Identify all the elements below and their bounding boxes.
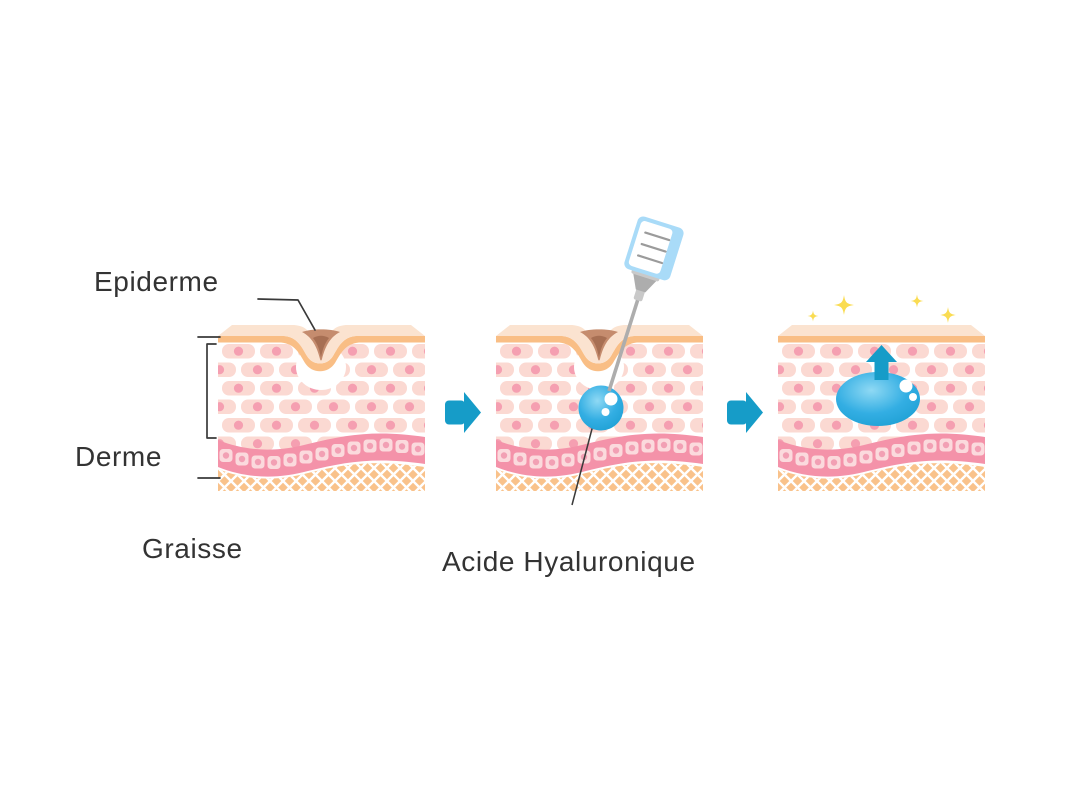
skin-panel-before (218, 325, 425, 491)
epidermis-label: Epiderme (94, 266, 219, 297)
dermis-label: Derme (75, 441, 163, 472)
lift-arrow-icon (866, 345, 897, 380)
skin-panel-injection (496, 213, 703, 506)
hyaluronic-acid-label: Acide Hyaluronique (442, 546, 696, 577)
sparkle-icons (807, 294, 956, 323)
skin-panel-after (778, 294, 985, 492)
epidermis-leader-line (257, 298, 316, 331)
acid-droplet (578, 385, 624, 431)
dermis-bracket (206, 343, 217, 439)
step-arrow-icon-2 (727, 392, 763, 433)
fat-label: Graisse (142, 533, 243, 564)
acid-filler-blob (836, 372, 920, 426)
step-arrow-icon-1 (445, 392, 481, 433)
